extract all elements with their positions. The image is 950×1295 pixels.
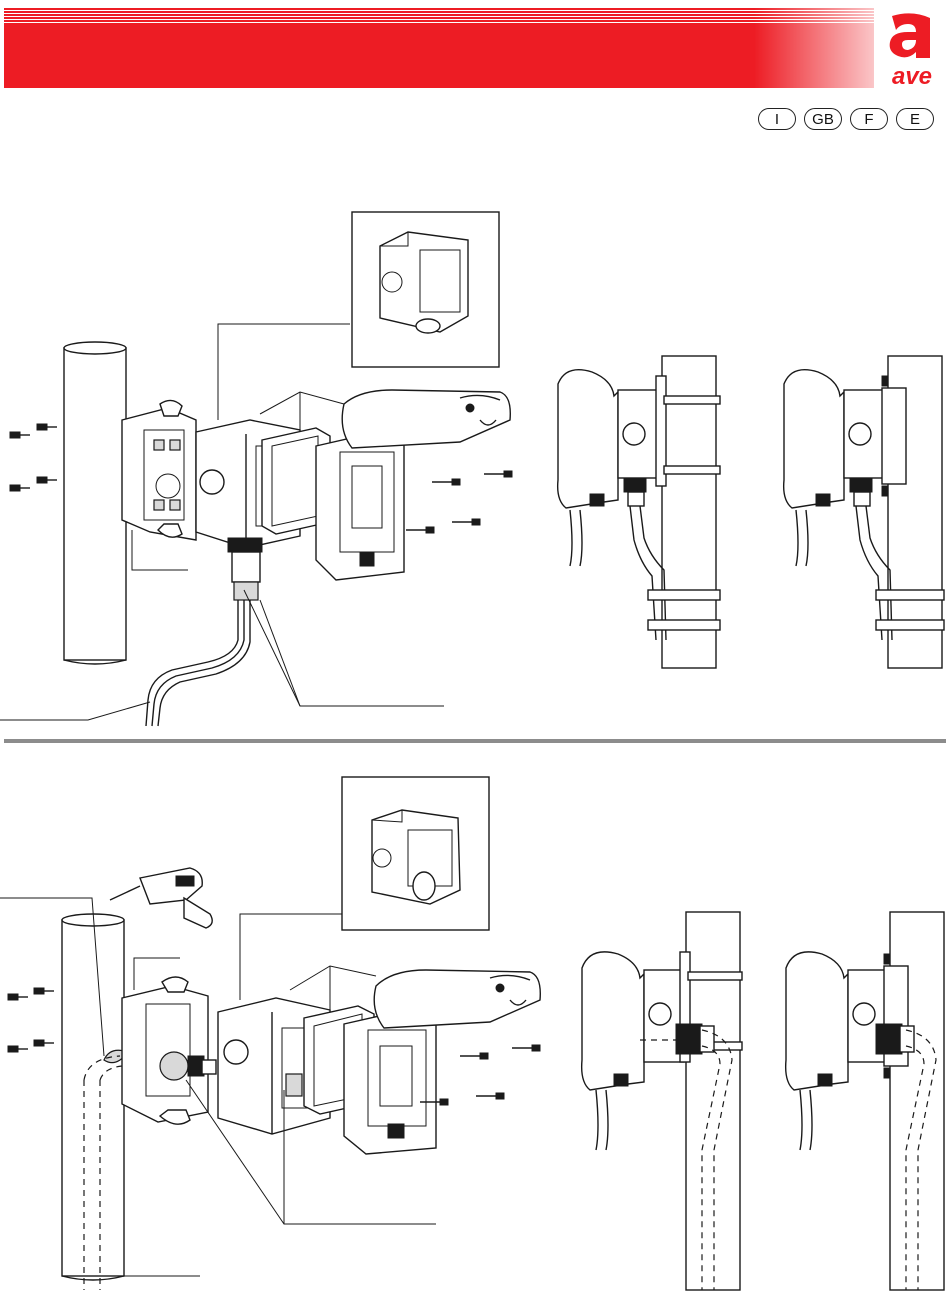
- wall-mount-side-views-figure: [558, 356, 944, 668]
- hinged-lid-icon: [374, 970, 540, 1028]
- screw-icon-group-left: [8, 988, 54, 1052]
- pole-icon: [62, 914, 128, 1290]
- mounting-base-icon: [122, 977, 216, 1124]
- cable-icon: [146, 600, 250, 726]
- pole-mount-assembly-figure: [0, 777, 540, 1290]
- side-view-b: [784, 356, 944, 668]
- side-view-b: [786, 912, 944, 1290]
- pole-mount-side-views-figure: [582, 912, 944, 1290]
- pole-icon: [64, 342, 126, 664]
- screw-icon-group-left: [10, 424, 57, 491]
- side-view-a: [582, 912, 742, 1290]
- drill-icon: [110, 868, 212, 928]
- socket-cover-icon: [344, 1014, 436, 1154]
- mounting-base-icon: [122, 400, 196, 540]
- socket-cover-icon: [316, 436, 404, 580]
- cable-gland-icon: [228, 538, 262, 600]
- screw-icon-group-right: [420, 1045, 540, 1105]
- wall-mount-assembly-figure: [0, 212, 512, 726]
- detail-inset-box: [342, 777, 489, 930]
- detail-inset-box: [352, 212, 499, 367]
- side-view-a: [558, 356, 720, 668]
- screw-icon-group-right: [406, 471, 512, 533]
- hinged-lid-icon: [342, 390, 510, 448]
